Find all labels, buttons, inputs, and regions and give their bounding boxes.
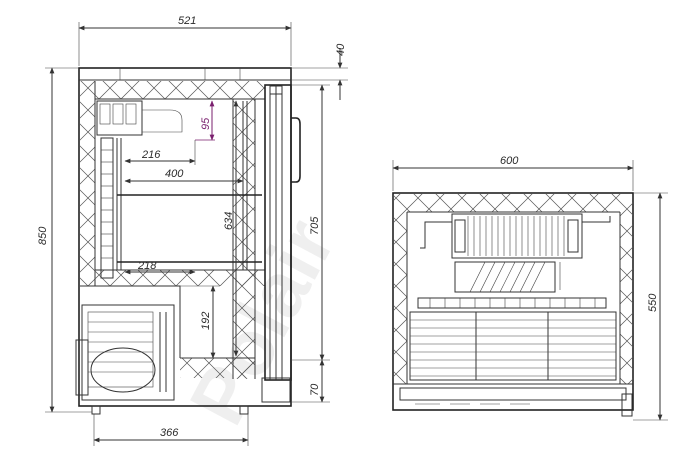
dim-front-height: 550 [647,293,659,312]
side-evaporator-fan [96,100,143,136]
front-view: 600 550 [392,155,668,421]
front-insulation-top [407,194,620,212]
dim-front-width: 600 [500,155,519,167]
side-door [264,84,292,381]
side-view: 521 40 850 705 70 634 95 216 4 [37,15,348,446]
front-evaporator [451,213,583,259]
front-hinge [621,393,633,417]
front-basket [409,311,617,381]
dim-base-height: 70 [309,383,321,396]
dim-shelf-depth: 400 [165,168,184,180]
dim-height: 850 [37,226,49,245]
dim-shelf-height: 634 [223,212,235,230]
side-compressor [90,347,156,393]
front-cabinet-outline [392,192,634,411]
front-drip-tray [454,261,556,293]
side-insulation-top [95,81,265,99]
dim-top-gap: 95 [200,117,212,130]
side-foot-front [239,405,249,415]
dim-top-width: 521 [178,15,196,27]
side-door-handle [291,117,301,183]
front-base-panel [399,387,627,401]
dim-top-offset: 40 [335,43,347,56]
dim-compressor-height: 192 [200,312,212,330]
side-foot-rear [91,405,101,415]
side-insulation-rear [80,81,95,286]
front-shelf-upper [417,297,607,309]
dim-shelf-lower-depth: 218 [137,260,157,272]
dim-inner-height: 705 [309,216,321,235]
dim-shelf-upper-depth: 216 [141,149,161,161]
front-insulation-left [394,194,407,384]
dim-base-depth: 366 [160,427,179,439]
front-insulation-right [620,194,633,384]
side-evaporator-coil [100,137,114,279]
side-compressor-housing [81,304,175,401]
